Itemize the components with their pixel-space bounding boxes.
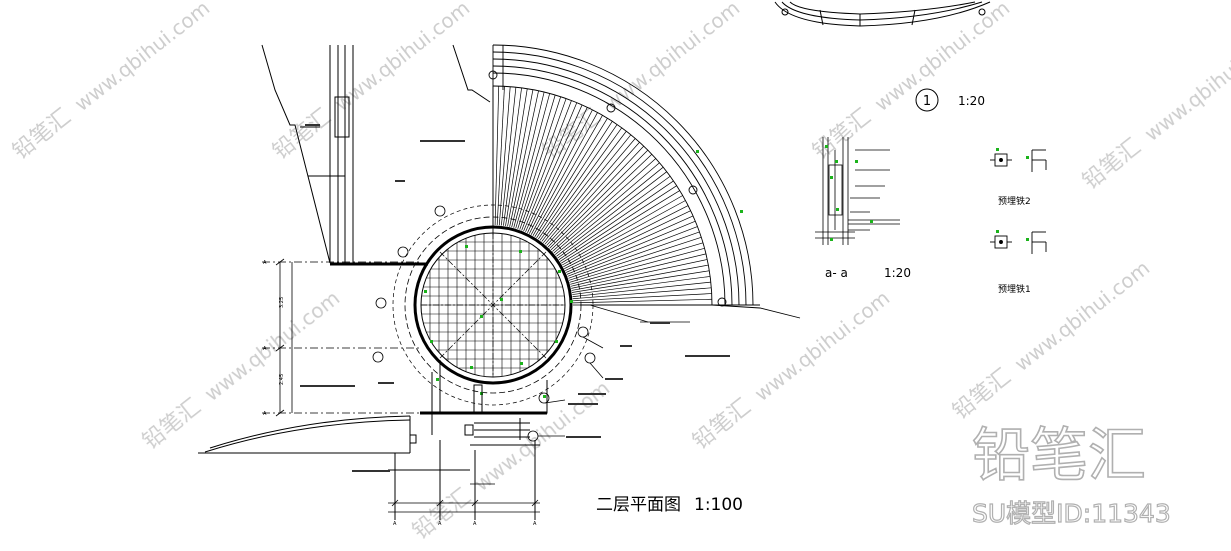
watermark-site: www.qbihui.com — [70, 0, 214, 116]
watermark-site: www.qbihui.com — [1010, 256, 1154, 376]
left-wall-lines — [261, 44, 491, 264]
watermark-brand: 铅笔汇 — [808, 104, 875, 164]
bottom-dimensions — [388, 483, 540, 513]
green-markers — [424, 150, 743, 398]
watermark-brand: 铅笔汇 — [268, 104, 335, 164]
platform-diagonals — [421, 233, 565, 377]
svg-text:A: A — [393, 521, 397, 527]
plan-scale: 1:100 — [694, 495, 743, 515]
watermark-brand: 铅笔汇 — [8, 104, 75, 164]
watermark-site: www.qbihui.com — [1140, 26, 1231, 146]
left-axis-markers: A A A 3.25 2.45 — [263, 260, 285, 417]
watermark-site: www.qbihui.com — [330, 0, 474, 116]
svg-text:A: A — [263, 411, 267, 417]
section-detail-marks — [825, 145, 873, 241]
watermark-site: www.qbihui.com — [200, 286, 344, 406]
watermark-brand: 铅笔汇 — [948, 364, 1015, 424]
embedded-part-2 — [990, 148, 1047, 172]
svg-text:A: A — [473, 521, 477, 527]
watermark-brand-large: 铅笔汇 — [972, 421, 1146, 489]
watermark-site: www.qbihui.com — [750, 286, 894, 406]
svg-text:A: A — [438, 521, 442, 527]
entry-stair — [388, 360, 548, 520]
detail-scale: 1:20 — [958, 94, 985, 108]
annotation-callouts — [372, 205, 690, 442]
watermark-model-id: SU模型ID:11343 — [972, 499, 1171, 528]
left-axis-lines — [262, 258, 420, 417]
section-label: a- a — [825, 266, 848, 280]
svg-text:A: A — [263, 260, 267, 266]
svg-text:A: A — [533, 521, 537, 527]
fan-step-lines — [492, 86, 712, 306]
watermark-brand: 铅笔汇 — [688, 394, 755, 454]
detail-number: 1 — [923, 94, 931, 109]
bottom-axis-markers: A A A A — [393, 521, 537, 527]
detail-reference: 1 1:20 — [915, 88, 985, 112]
embedded-part-1 — [990, 230, 1047, 254]
watermark-brand: 铅笔汇 — [1078, 134, 1145, 194]
section-scale: 1:20 — [884, 266, 911, 280]
watermark-brand: 铅笔汇 — [408, 484, 475, 544]
svg-text:3.25: 3.25 — [279, 297, 285, 308]
svg-text:2.45: 2.45 — [279, 374, 285, 385]
watermark-site: www.qbihui.com — [600, 0, 744, 116]
svg-text:A: A — [263, 346, 267, 352]
embedded-part-1-label: 预埋铁1 — [998, 283, 1031, 295]
ramp-lines — [198, 415, 411, 454]
section-detail — [815, 137, 900, 245]
watermark-brand: 铅笔汇 — [138, 394, 205, 454]
plan-title: 二层平面图 — [596, 495, 681, 515]
embedded-part-2-label: 预埋铁2 — [998, 195, 1031, 207]
tiny-notes — [300, 124, 730, 472]
top-partial-section — [774, 1, 991, 27]
